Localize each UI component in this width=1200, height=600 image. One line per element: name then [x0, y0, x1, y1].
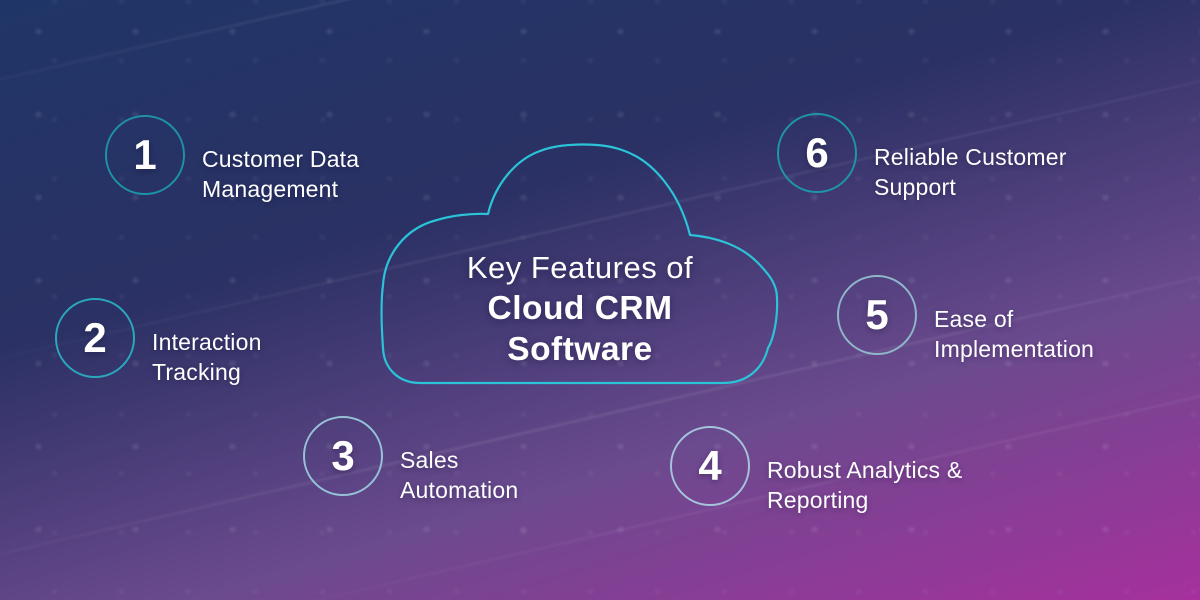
feature-label-line2: Reporting — [767, 486, 869, 513]
feature-number: 5 — [865, 291, 889, 338]
number-circle: 6 — [777, 113, 857, 193]
feature-label: Interaction Tracking — [152, 328, 262, 387]
feature-number: 3 — [331, 432, 355, 479]
feature-label-line2: Automation — [400, 476, 519, 503]
page-title: Key Features of Cloud CRM Software — [430, 247, 730, 370]
feature-label: Reliable Customer Support — [874, 143, 1067, 202]
cloud-icon — [380, 143, 779, 385]
number-circle: 2 — [55, 298, 135, 378]
feature-label-line2: Implementation — [934, 335, 1095, 362]
feature-label: Robust Analytics & Reporting — [767, 456, 962, 515]
number-circle: 1 — [105, 115, 185, 195]
feature-label-line1: Interaction — [152, 329, 262, 355]
number-circle: 4 — [670, 426, 750, 506]
number-circle: 5 — [837, 275, 917, 355]
feature-number: 2 — [83, 314, 107, 361]
background-light-streak — [0, 0, 1200, 122]
feature-item-2: 2 Interaction Tracking — [55, 298, 261, 385]
feature-label: Sales Automation — [400, 446, 518, 505]
feature-number: 1 — [133, 131, 157, 178]
feature-label-line1: Customer Data — [202, 146, 360, 172]
number-circle: 3 — [303, 416, 383, 496]
feature-number: 4 — [698, 442, 722, 489]
feature-label-line1: Ease of — [934, 306, 1014, 332]
page-title-line3: Software — [507, 331, 653, 368]
feature-label: Customer Data Management — [202, 145, 359, 204]
feature-item-6: 6 Reliable Customer Support — [777, 113, 1066, 200]
feature-label-line1: Sales — [400, 447, 459, 473]
feature-number: 6 — [805, 129, 829, 176]
feature-label: Ease of Implementation — [934, 305, 1094, 364]
feature-label-line2: Tracking — [152, 358, 241, 385]
feature-label-line1: Robust Analytics & — [767, 457, 963, 483]
feature-label-line2: Management — [202, 175, 339, 202]
feature-item-4: 4 Robust Analytics & Reporting — [670, 426, 962, 513]
page-title-line1: Key Features of — [466, 250, 694, 285]
page-title-line2: Cloud CRM — [487, 290, 673, 327]
feature-item-3: 3 Sales Automation — [303, 416, 518, 503]
feature-item-5: 5 Ease of Implementation — [837, 275, 1094, 362]
cloud-outline-path — [380, 143, 779, 385]
feature-item-1: 1 Customer Data Management — [105, 115, 359, 202]
feature-label-line1: Reliable Customer — [874, 144, 1067, 170]
feature-label-line2: Support — [874, 173, 956, 200]
